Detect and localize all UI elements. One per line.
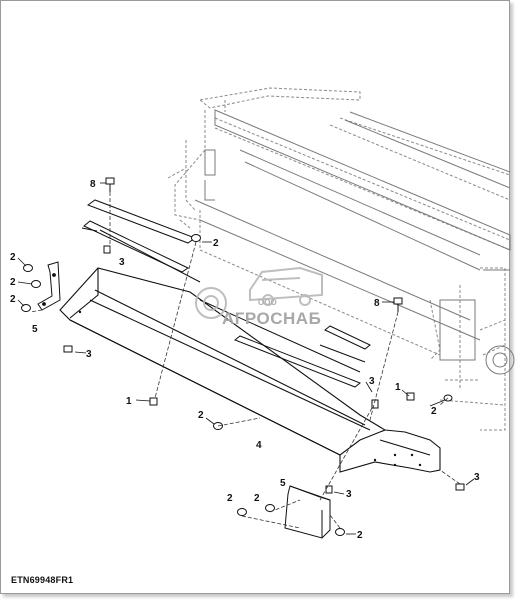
watermark-company: ООО [258, 298, 277, 307]
pan-shield-holes [78, 310, 422, 467]
callout-2-lower-b: 2 [254, 493, 260, 504]
callout-2-center: 2 [198, 410, 204, 421]
callout-2-left-c: 2 [10, 294, 16, 305]
nut-2-g [237, 508, 247, 516]
callout-leaders [17, 182, 475, 535]
watermark-name: АГРОСНАБ [222, 309, 322, 328]
watermark-logo-icon [195, 266, 323, 319]
nut-2-c [21, 304, 31, 312]
callout-2-lower-c: 2 [357, 530, 363, 541]
callout-2-right: 2 [431, 406, 437, 417]
left-bracket-5 [37, 261, 61, 311]
callout-1-left: 1 [126, 396, 132, 407]
bolt-3-a [103, 245, 111, 254]
callout-1-right: 1 [395, 382, 401, 393]
center-strips [199, 299, 371, 388]
nut-2-d [191, 234, 201, 242]
callout-5-lower: 5 [280, 478, 286, 489]
diagram-frame [0, 0, 510, 594]
header-frame-phantom [167, 87, 511, 431]
callout-8-left: 8 [90, 179, 96, 190]
bolt-3-e [455, 483, 465, 491]
bolt-8-left [105, 177, 115, 192]
callout-8-right: 8 [374, 298, 380, 309]
nut-2-a [23, 264, 33, 272]
callout-2-left-a: 2 [10, 252, 16, 263]
bolt-1-b [406, 392, 415, 401]
callout-2-lower-a: 2 [227, 493, 233, 504]
callout-4: 4 [256, 440, 262, 451]
pan-shield-4 [59, 267, 441, 473]
callout-3-left: 3 [86, 349, 92, 360]
header-frame-solid [194, 109, 515, 375]
callout-3-far-right: 3 [474, 472, 480, 483]
bolt-8-right [393, 297, 403, 312]
callout-5-left: 5 [32, 324, 38, 335]
leader-lines [29, 192, 461, 529]
lower-bracket-5 [284, 485, 331, 539]
nut-2-h [265, 504, 275, 512]
bolt-1-a [149, 397, 158, 406]
figure-id: ETN69948FR1 [11, 575, 74, 585]
callout-3-upper: 3 [119, 257, 125, 268]
callout-2-upper: 2 [213, 238, 219, 249]
bolt-3-b [63, 345, 73, 353]
callout-2-left-b: 2 [10, 277, 16, 288]
callout-3-lower: 3 [346, 489, 352, 500]
nut-2-i [335, 528, 345, 536]
callout-3-right: 3 [369, 376, 375, 387]
nut-2-b [31, 280, 41, 288]
callout-numbers: 8 2 3 2 2 2 5 3 1 2 4 8 3 1 2 5 3 2 2 2 … [10, 179, 480, 541]
wear-strips [81, 199, 201, 283]
